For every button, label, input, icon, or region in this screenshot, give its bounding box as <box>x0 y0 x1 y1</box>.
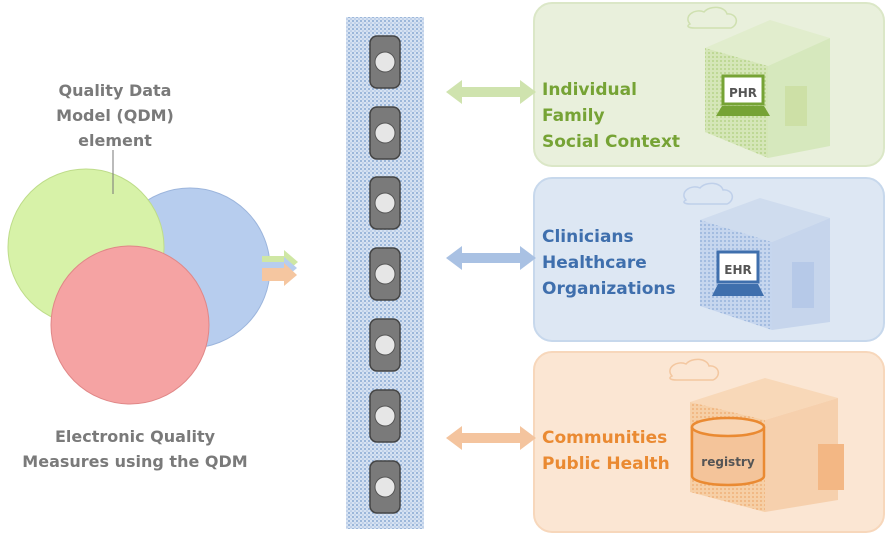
bus-connector-slot <box>369 389 401 443</box>
phr-text: PHR <box>729 86 757 100</box>
qdm-venn <box>7 150 271 405</box>
output-arrows <box>262 250 298 286</box>
interoperability-bus <box>346 17 424 529</box>
qdm-label-line-1: Quality Data <box>58 81 172 100</box>
measures-label-line-1: Electronic Quality <box>54 427 216 446</box>
bus-connector-slot <box>369 318 401 372</box>
arrow-clinicians <box>446 246 536 270</box>
individual-label-line-2: Family <box>542 106 605 126</box>
bus-connector-slot <box>369 35 401 89</box>
communities-label: Communities Public Health <box>542 425 670 477</box>
bus-connector-slot <box>369 106 401 160</box>
clinicians-label-line-3: Organizations <box>542 279 676 299</box>
qdm-label-line-3: element <box>78 131 152 150</box>
bus-connector-slot <box>369 247 401 301</box>
measures-label: Electronic Quality Measures using the QD… <box>0 424 270 474</box>
clinicians-label: Clinicians Healthcare Organizations <box>542 224 676 302</box>
individual-label: Individual Family Social Context <box>542 77 680 155</box>
measures-label-line-2: Measures using the QDM <box>22 452 248 471</box>
individual-label-line-1: Individual <box>542 80 637 100</box>
clinicians-label-line-1: Clinicians <box>542 227 634 247</box>
bus-connector-slot <box>369 176 401 230</box>
registry-database-icon: registry <box>690 416 766 487</box>
ehr-text: EHR <box>724 263 751 277</box>
phr-device-icon: PHR <box>716 74 770 116</box>
qdm-label-line-2: Model (QDM) <box>56 106 174 125</box>
individual-label-line-3: Social Context <box>542 132 681 152</box>
clinicians-label-line-2: Healthcare <box>542 253 647 273</box>
arrow-individual <box>446 80 536 104</box>
bus-connector-slot <box>369 460 401 514</box>
venn-circle-red <box>50 245 210 405</box>
ehr-device-icon: EHR <box>712 250 764 296</box>
registry-text: registry <box>701 455 755 469</box>
arrow-communities <box>446 426 536 450</box>
qdm-element-label: Quality Data Model (QDM) element <box>30 78 200 153</box>
communities-label-line-2: Public Health <box>542 454 670 474</box>
communities-label-line-1: Communities <box>542 428 668 448</box>
